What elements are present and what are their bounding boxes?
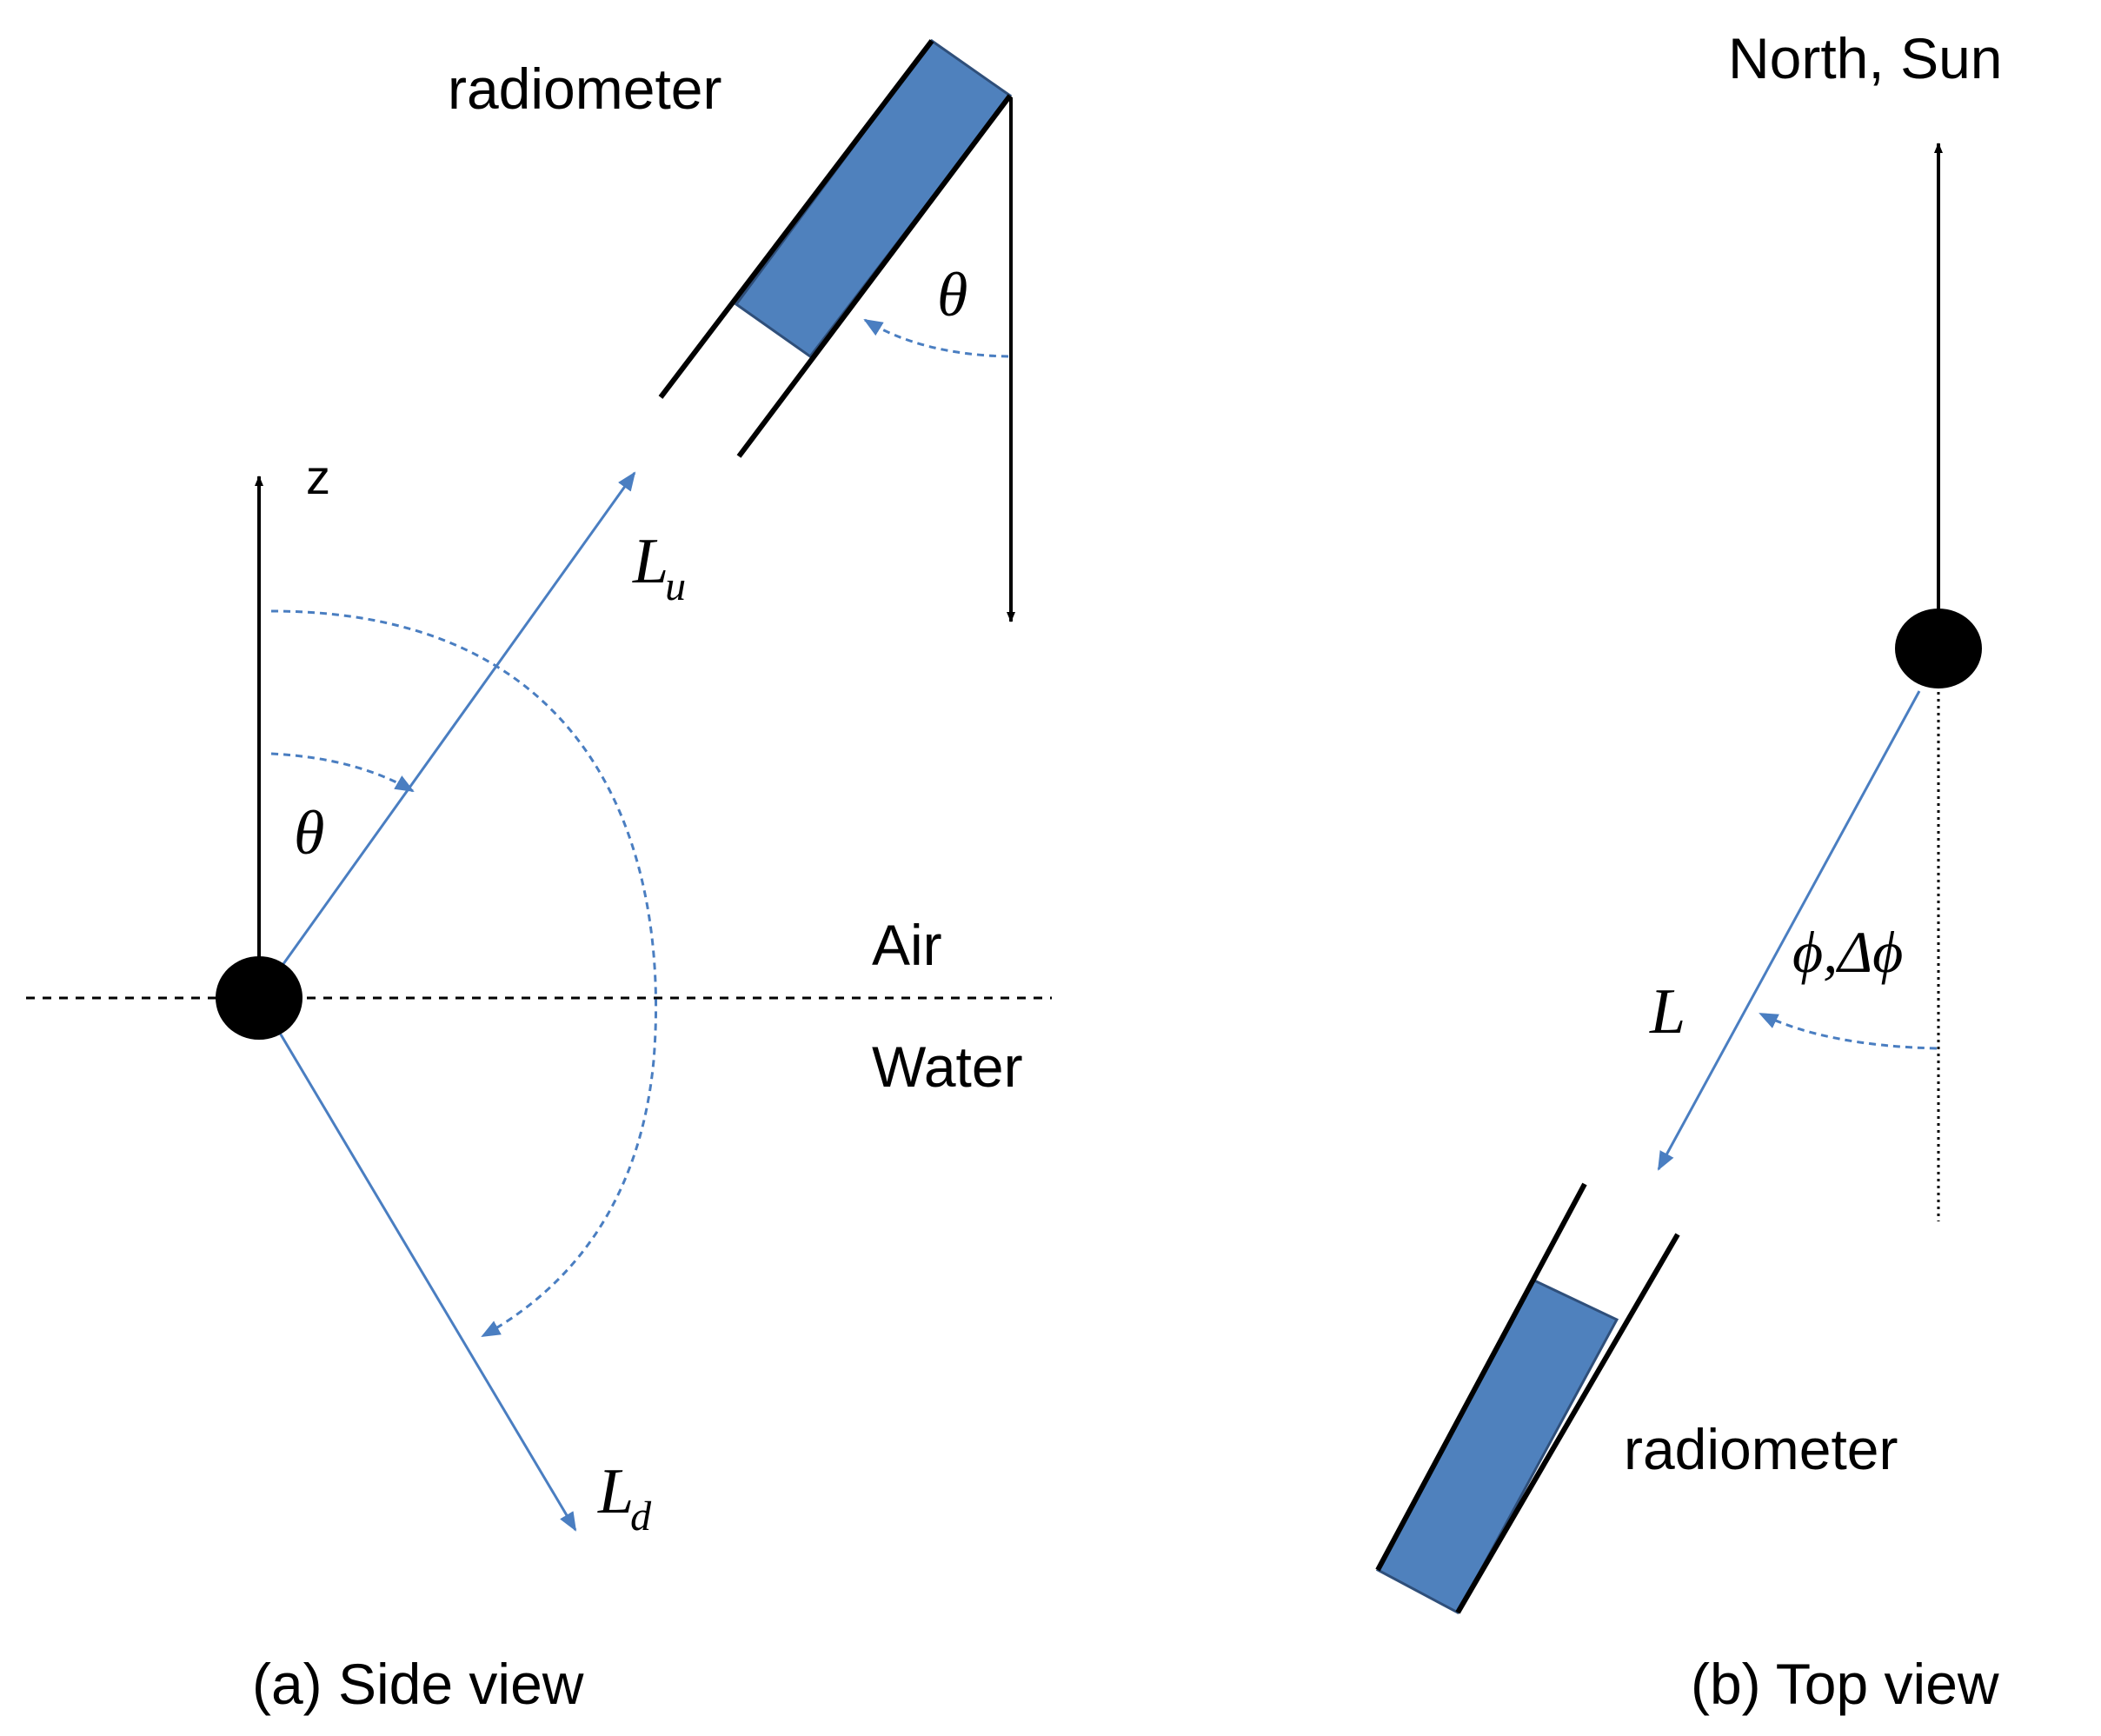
radiance-label-top: L bbox=[1649, 976, 1685, 1048]
top-view-panel: North, Sun ϕ,Δϕ L radiometer (b) Top vie… bbox=[1375, 26, 2003, 1716]
side-view-caption: (a) Side view bbox=[252, 1652, 584, 1716]
azimuth-angle-label: ϕ,Δϕ bbox=[1792, 919, 1903, 985]
radiance-ray-top bbox=[1657, 690, 1921, 1171]
sensor-point bbox=[1895, 609, 1982, 688]
air-label: Air bbox=[872, 913, 942, 977]
radiometer-body bbox=[734, 38, 1013, 359]
zenith-angle-label: θ bbox=[294, 798, 324, 868]
radiometer-body-top bbox=[1375, 1279, 1619, 1615]
radiometer-housing-right-top bbox=[1455, 1233, 1680, 1614]
radiometer-housing-left bbox=[658, 39, 934, 399]
radiometer-side-view bbox=[658, 38, 1013, 458]
upwelling-radiance-ray bbox=[257, 471, 636, 999]
radiometer-housing-left-top bbox=[1375, 1182, 1587, 1572]
downwelling-radiance-ray bbox=[257, 997, 577, 1532]
radiometer-housing-right bbox=[736, 94, 1013, 458]
radiometer-label-side: radiometer bbox=[448, 57, 721, 121]
zenith-angle-arc bbox=[270, 752, 415, 793]
top-view-caption: (b) Top view bbox=[1691, 1652, 1999, 1716]
north-sun-label: North, Sun bbox=[1728, 26, 2003, 90]
radiometer-top-view bbox=[1375, 1182, 1680, 1615]
azimuth-angle-arc bbox=[1759, 1012, 1938, 1050]
surface-point bbox=[216, 956, 303, 1040]
side-view-panel: z θ Air Water Lu Ld radiometer bbox=[26, 38, 1052, 1716]
sensor-angle-label: θ bbox=[937, 260, 967, 329]
upwelling-radiance-label: Lu bbox=[632, 526, 686, 609]
reflection-angle-arc bbox=[270, 609, 658, 1338]
water-label: Water bbox=[872, 1034, 1023, 1099]
radiometer-label-top: radiometer bbox=[1624, 1417, 1898, 1481]
downwelling-radiance-label: Ld bbox=[597, 1456, 652, 1540]
z-axis-label: z bbox=[306, 449, 330, 504]
